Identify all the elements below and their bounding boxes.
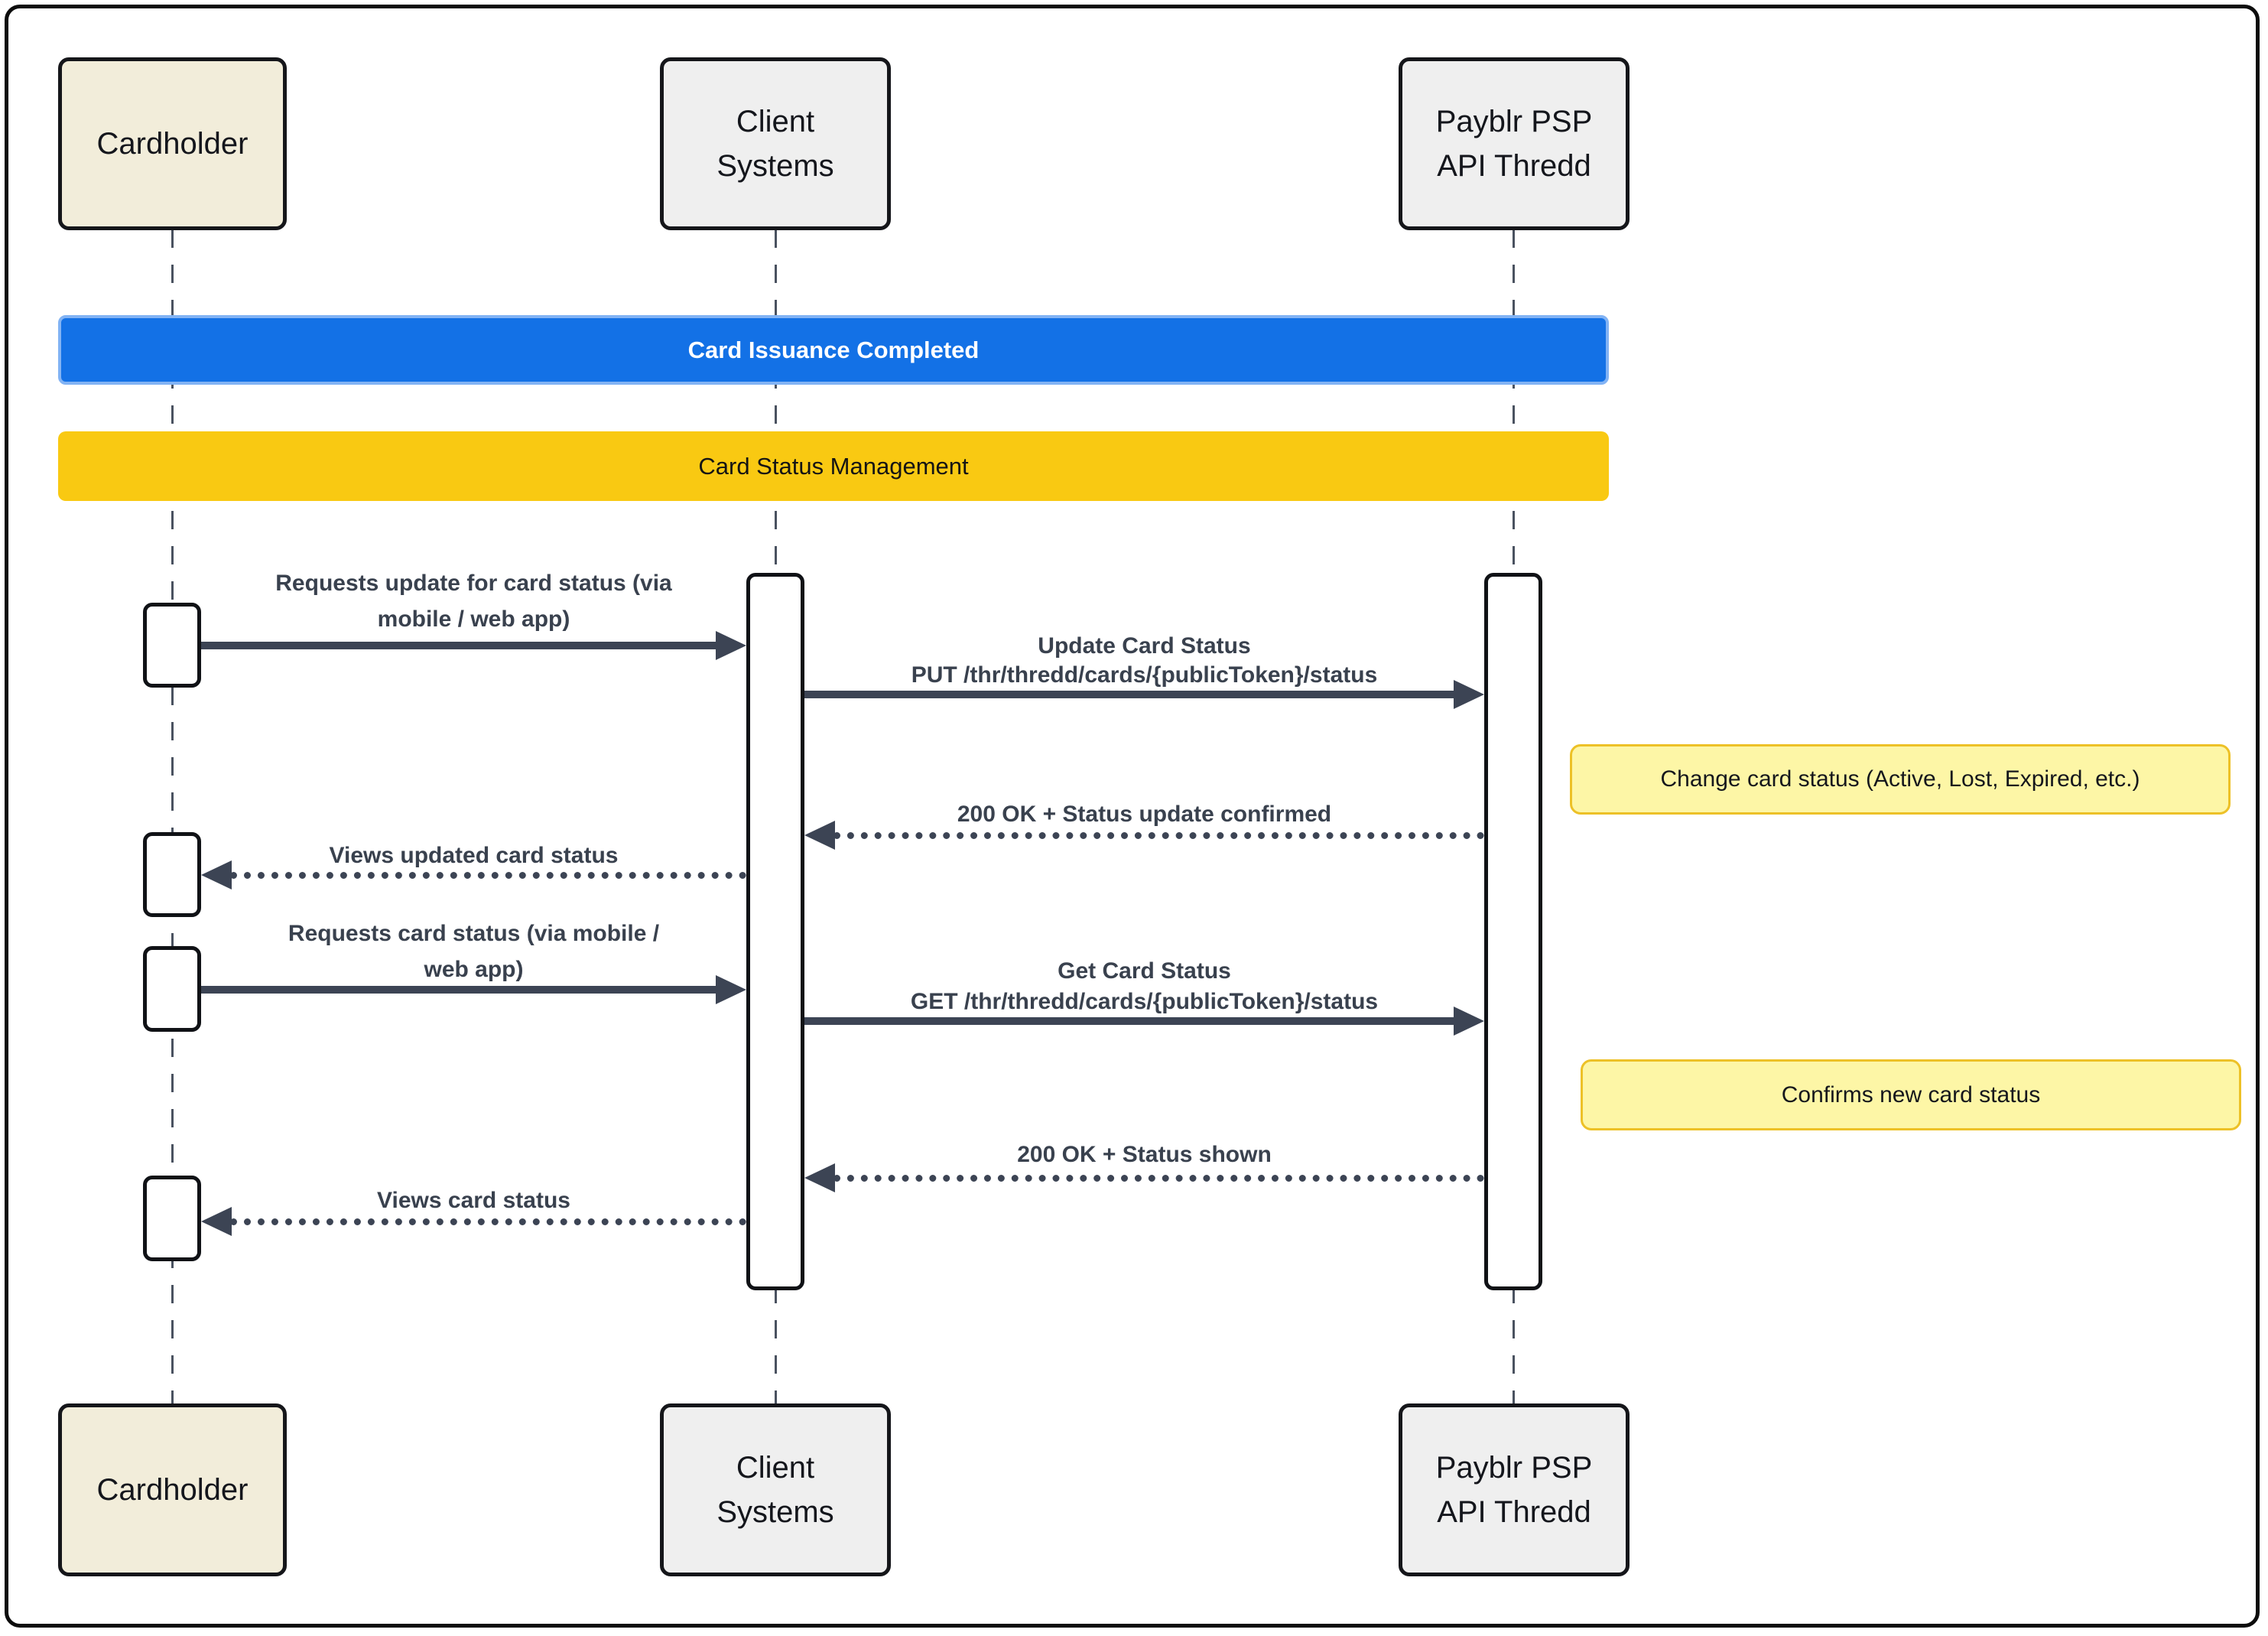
activation-cardholder-4 [143, 1176, 201, 1261]
message-line [833, 1175, 1484, 1182]
message-label-line: Views updated card status [329, 843, 619, 868]
actor-label: Payblr PSP [1435, 1451, 1593, 1485]
actor-label: Systems [716, 149, 834, 183]
message-label-line: 200 OK + Status shown [1017, 1142, 1272, 1167]
message-label-line: Views card status [377, 1188, 570, 1213]
arrowhead-left-icon [804, 821, 835, 850]
message-label-line: Update Card Status [1038, 633, 1251, 659]
actor-client-systems-bottom: Client Systems [660, 1403, 891, 1576]
message-label-line: PUT /thr/thredd/cards/{publicToken}/stat… [911, 662, 1378, 688]
activation-cardholder-3 [143, 946, 201, 1032]
message-line [833, 832, 1484, 839]
actor-label: Cardholder [96, 127, 249, 161]
arrowhead-right-icon [1454, 680, 1484, 709]
note-text: Confirms new card status [1781, 1081, 2041, 1107]
lifeline-cardholder [171, 229, 174, 1405]
message-label-line: GET /thr/thredd/cards/{publicToken}/stat… [910, 989, 1379, 1014]
message-label-line: web app) [424, 957, 524, 982]
actor-cardholder-top: Cardholder [58, 57, 287, 230]
actor-client-systems-top: Client Systems [660, 57, 891, 230]
message-label-line: Requests card status (via mobile / [288, 921, 660, 946]
actor-payblr-top: Payblr PSP API Thredd [1399, 57, 1630, 230]
activation-client-systems [746, 573, 804, 1290]
actor-payblr-bottom: Payblr PSP API Thredd [1399, 1403, 1630, 1576]
note-confirms-new-card-status: Confirms new card status [1581, 1059, 2241, 1130]
arrowhead-right-icon [716, 631, 746, 660]
arrowhead-right-icon [716, 975, 746, 1004]
message-label-line: Get Card Status [1058, 958, 1231, 984]
banner-card-issuance-label: Card Issuance Completed [687, 336, 980, 363]
banner-card-status-management: Card Status Management [58, 431, 1609, 501]
actor-label: Payblr PSP [1435, 105, 1593, 138]
banner-card-issuance-completed: Card Issuance Completed [58, 315, 1609, 385]
activation-payblr [1484, 573, 1542, 1290]
note-text: Change card status (Active, Lost, Expire… [1660, 766, 2140, 792]
message-label-line: 200 OK + Status update confirmed [957, 802, 1332, 827]
actor-label: Client [736, 105, 815, 138]
actor-label: API Thredd [1437, 1495, 1591, 1529]
arrowhead-right-icon [1454, 1007, 1484, 1036]
message-line [230, 872, 746, 879]
message-label-line: Requests update for card status (via [275, 571, 672, 596]
message-label-line: mobile / web app) [377, 607, 570, 632]
actor-cardholder-bottom: Cardholder [58, 1403, 287, 1576]
actor-label: API Thredd [1437, 149, 1591, 183]
arrowhead-left-icon [201, 860, 232, 890]
message-line [201, 986, 720, 994]
banner-card-status-label: Card Status Management [698, 452, 969, 480]
message-line [230, 1218, 746, 1225]
actor-label: Systems [716, 1495, 834, 1529]
arrowhead-left-icon [804, 1163, 835, 1192]
activation-cardholder-1 [143, 603, 201, 688]
message-line [201, 642, 720, 649]
actor-label: Client [736, 1451, 815, 1485]
arrowhead-left-icon [201, 1207, 232, 1236]
message-line [804, 1017, 1458, 1025]
message-line [804, 691, 1458, 698]
note-change-card-status: Change card status (Active, Lost, Expire… [1570, 744, 2231, 815]
activation-cardholder-2 [143, 832, 201, 917]
actor-label: Cardholder [96, 1473, 249, 1507]
